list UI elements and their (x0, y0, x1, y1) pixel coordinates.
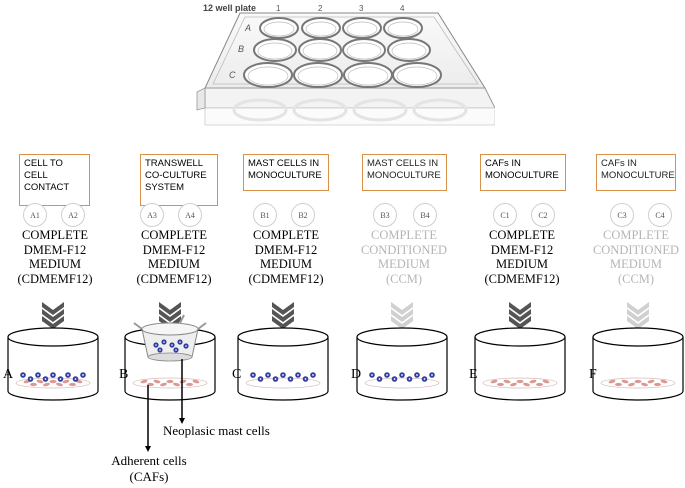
well-label-b4: B4 (413, 203, 437, 227)
dish-label-d: D (351, 367, 362, 382)
condition-title-caf-mono-2: CAFs IN MONOCULTURE (596, 154, 676, 191)
well-label-c4: C4 (648, 203, 672, 227)
well-label-a4: A4 (178, 203, 202, 227)
medium-label: COMPLETE CONDITIONED MEDIUM (CCM) (592, 228, 680, 286)
dish-label-c: C (232, 367, 242, 382)
dish-label-b: B (119, 367, 129, 382)
annotation-adherent-cells: Adherent cells (CAFs) (111, 453, 187, 484)
transwell-insert (133, 314, 207, 362)
plate-column-4: 4 (400, 4, 405, 13)
chevron-arrow-icon (272, 302, 294, 329)
condition-title-transwell: TRANSWELL CO-CULTURE SYSTEM (140, 154, 218, 206)
well-label-b1: B1 (253, 203, 277, 227)
plate-row-a: A (245, 23, 252, 33)
medium-label: COMPLETE CONDITIONED MEDIUM (CCM) (360, 228, 448, 286)
plate-column-1: 1 (276, 4, 281, 13)
annotation-mast-cells: Neoplasic mast cells (163, 423, 270, 438)
culture-dish (356, 327, 448, 401)
culture-dish (592, 327, 684, 401)
well-label-c1: C1 (493, 203, 517, 227)
well-plate-illustration (196, 12, 495, 126)
well-label-a3: A3 (140, 203, 164, 227)
medium-label: COMPLETE DMEM-F12 MEDIUM (CDMEMF12) (17, 228, 93, 286)
mast-cells (153, 339, 189, 353)
well-label-b3: B3 (373, 203, 397, 227)
well-label-c2: C2 (531, 203, 555, 227)
medium-label: COMPLETE DMEM-F12 MEDIUM (CDMEMF12) (484, 228, 560, 286)
annotation-pointers (145, 359, 185, 452)
mast-cells (369, 372, 435, 382)
plate-title: 12 well plate (203, 3, 257, 13)
medium-label: COMPLETE DMEM-F12 MEDIUM (CDMEMF12) (248, 228, 324, 286)
dish-label-a: A (3, 367, 14, 382)
plate-column-2: 2 (318, 4, 323, 13)
condition-title-caf-mono-1: CAFs IN MONOCULTURE (480, 154, 566, 191)
plate-column-3: 3 (359, 4, 364, 13)
caf-cells (608, 379, 668, 387)
well-label-a1: A1 (23, 203, 47, 227)
well-label-a2: A2 (61, 203, 85, 227)
condition-title-mast-mono-1: MAST CELLS IN MONOCULTURE (243, 154, 329, 191)
chevron-arrow-icon (627, 302, 649, 329)
mast-cells (20, 372, 86, 382)
caf-cells (23, 379, 83, 387)
dish-label-e: E (469, 367, 478, 382)
well-label-c3: C3 (610, 203, 634, 227)
condition-title-mast-mono-2: MAST CELLS IN MONOCULTURE (362, 154, 447, 191)
well-label-b2: B2 (291, 203, 315, 227)
dish-label-f: F (589, 367, 597, 382)
plate-row-b: B (238, 44, 245, 54)
chevron-arrow-icon (509, 302, 531, 329)
chevron-arrow-icon (42, 302, 64, 329)
mast-cells (250, 372, 316, 382)
medium-label: COMPLETE DMEM-F12 MEDIUM (CDMEMF12) (136, 228, 212, 286)
culture-dish (7, 327, 99, 401)
caf-cells (490, 379, 550, 387)
culture-dish (474, 327, 566, 401)
chevron-arrow-icon (391, 302, 413, 329)
plate-row-c: C (229, 70, 236, 80)
culture-dish (237, 327, 329, 401)
condition-title-cell-contact: CELL TO CELL CONTACT (19, 154, 90, 206)
